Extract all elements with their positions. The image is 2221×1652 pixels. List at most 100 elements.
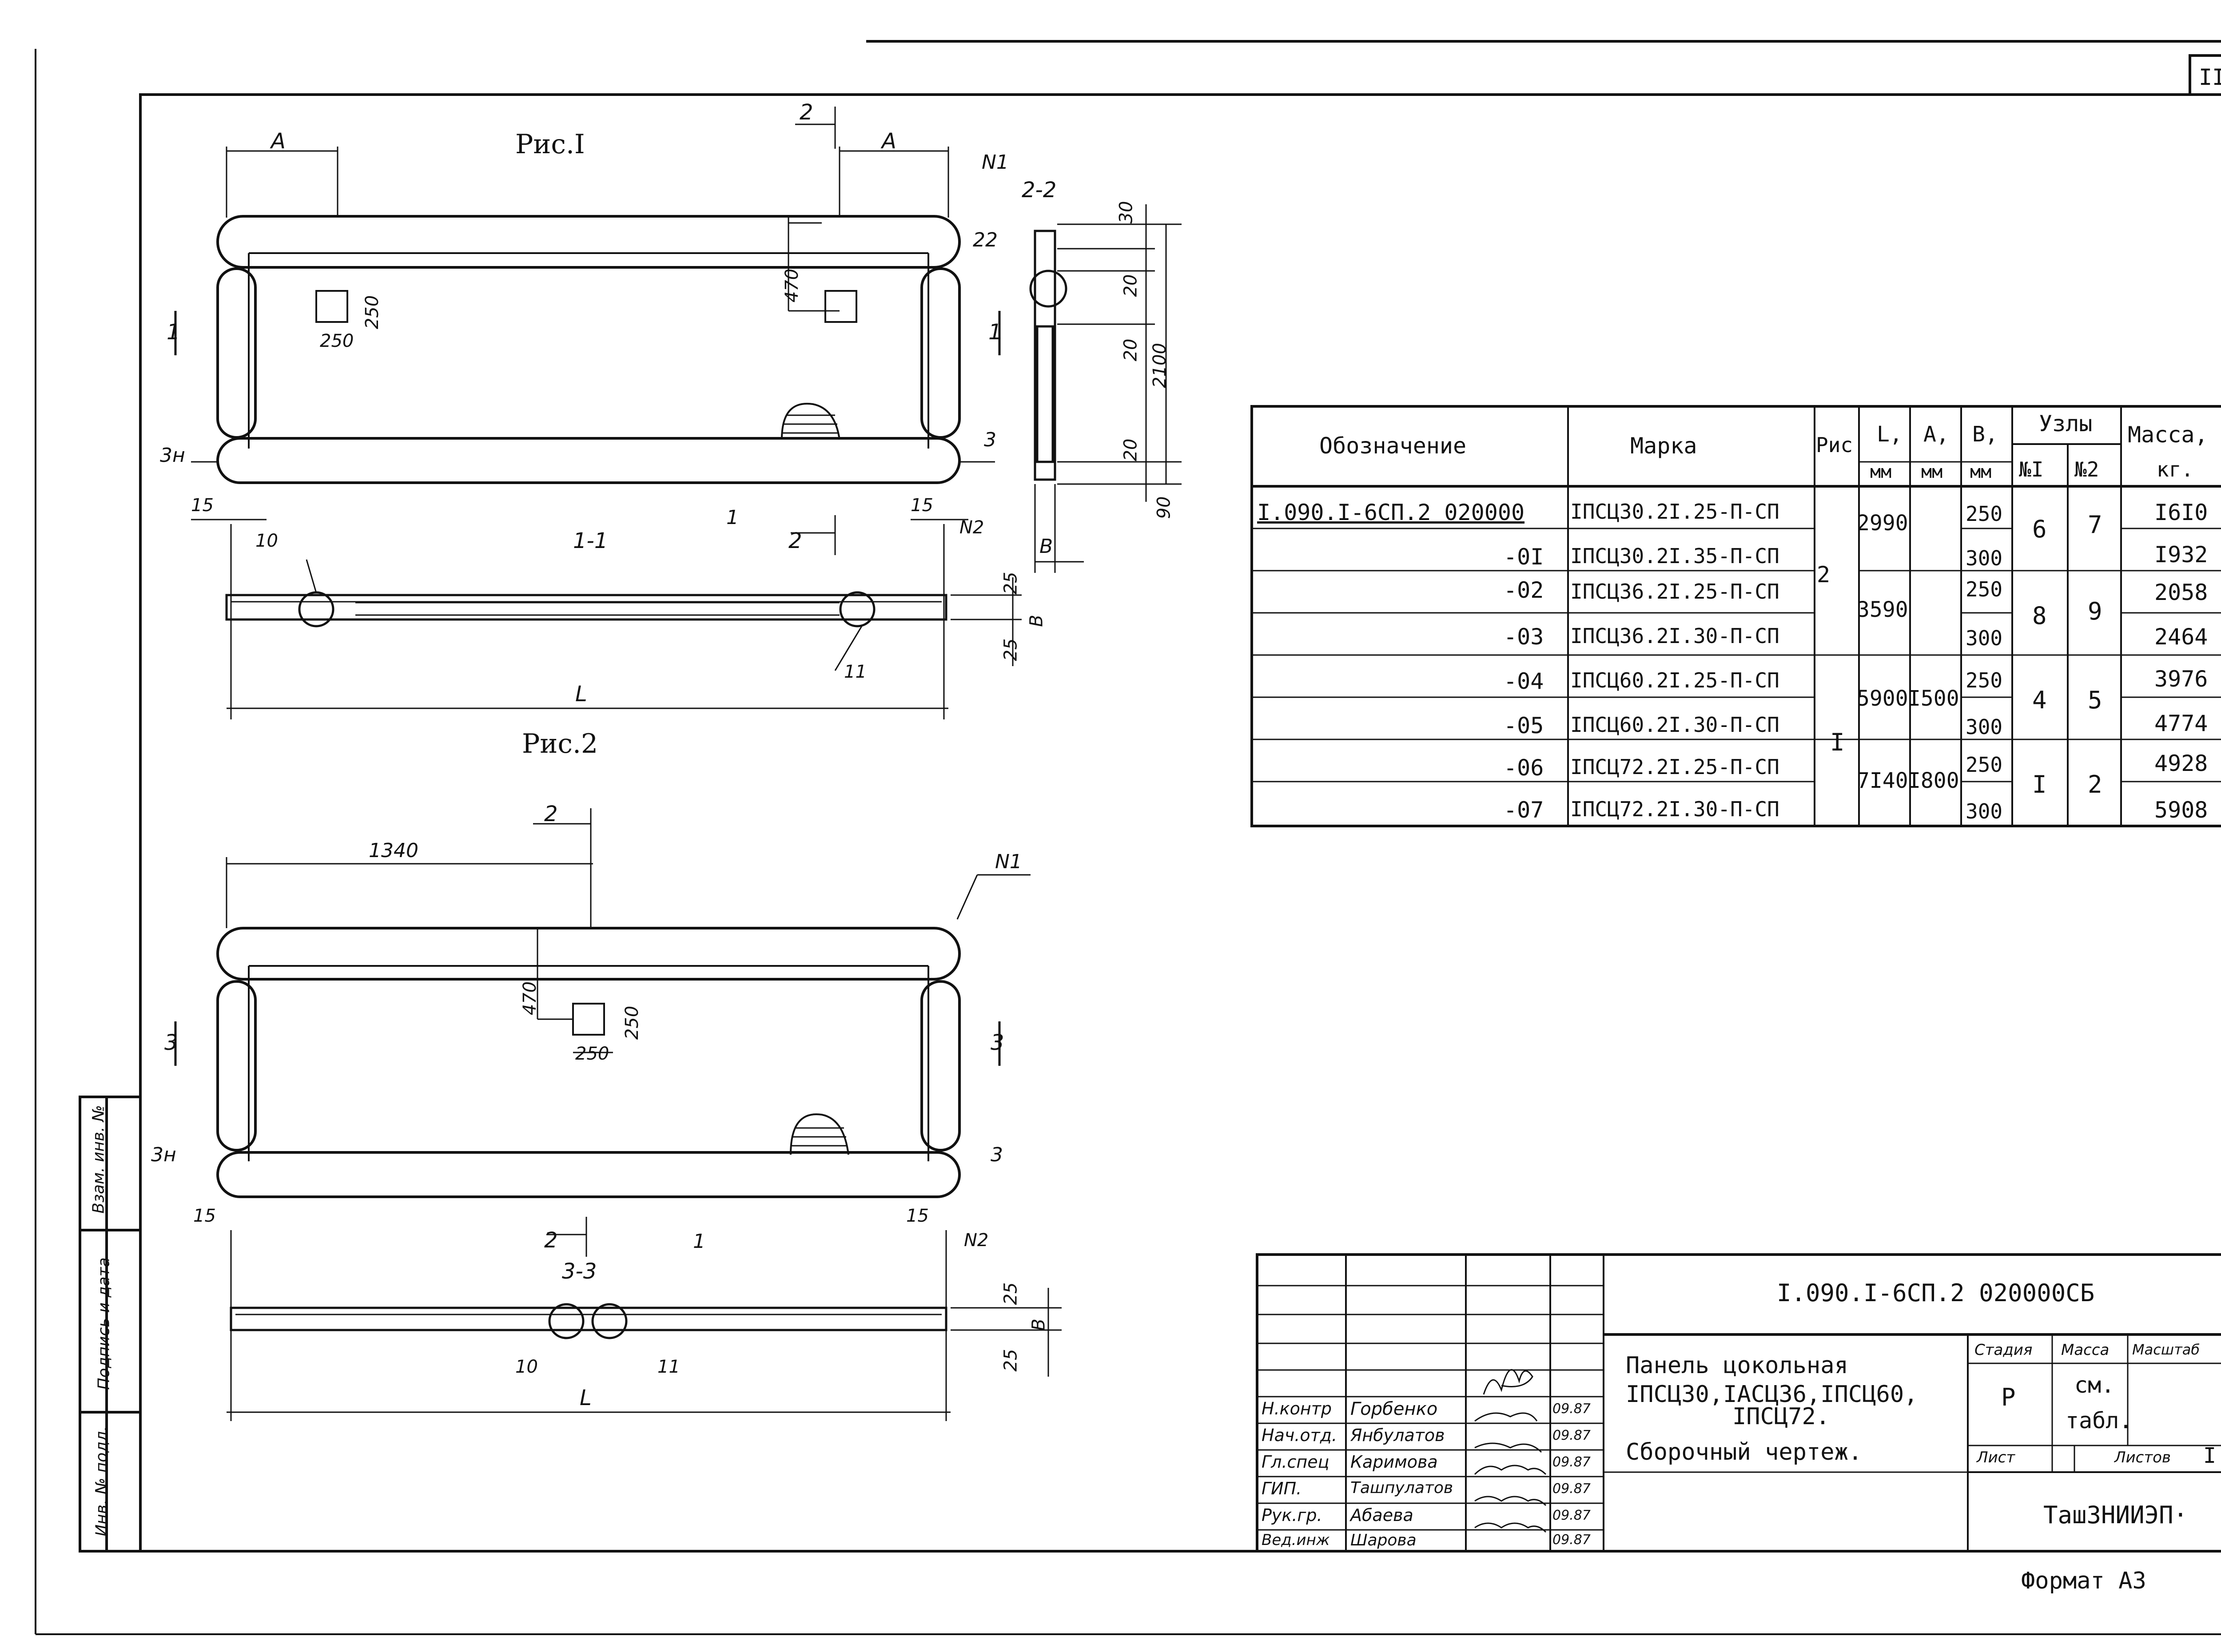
staff-date: 09.87 [1552, 1481, 1591, 1497]
staff-role: Рук.гр. [1262, 1505, 1322, 1525]
side-stamp-inv-no: Взам. инв. № [89, 1105, 108, 1214]
label-10-fig2: 10 [515, 1357, 538, 1377]
mass-value: 2058 [2154, 580, 2208, 605]
label-11-fig1: 11 [844, 662, 867, 682]
staff-date: 09.87 [1552, 1401, 1591, 1417]
cut-3-right: 3 [991, 1030, 1004, 1055]
side-stamp-inv-orig: Инв. № подл. [92, 1426, 111, 1537]
node1-value: I [2032, 770, 2047, 798]
sheet-label: Лист [1977, 1449, 2015, 1466]
cut-1-right: 1 [988, 320, 1002, 345]
section-2-mark-3: 2 [544, 1228, 558, 1253]
label-10-fig1: 10 [255, 531, 278, 551]
leader-n1-fig1: N1 [982, 151, 1009, 174]
row-designation: -05 [1504, 713, 1544, 739]
a-value: I500 [1908, 686, 1959, 711]
outer-frame [139, 93, 2221, 1553]
mass-header: Масса [2061, 1341, 2110, 1359]
row-mark: IПСЦ36.2I.25-П-СП [1570, 580, 1779, 604]
dim-25-bottom-2: 25 [1000, 1349, 1021, 1372]
label-3n-fig1: 3н [160, 444, 185, 467]
b-value: 300 [1966, 546, 2003, 570]
a-value: I800 [1908, 768, 1959, 793]
dim-b-3-3: B [1028, 1318, 1049, 1331]
dim-15-left-1: 15 [191, 495, 214, 516]
label-1-fig2: 1 [693, 1230, 705, 1253]
dim-25-top-2: 25 [1000, 1282, 1021, 1305]
mass-value: I6I0 [2154, 500, 2208, 525]
header-a-unit: мм [1921, 462, 1943, 482]
sheets-label: Листов [2114, 1449, 2171, 1466]
dim-250-fig2-h: 250 [575, 1044, 609, 1064]
section-2-mark-fig2: 2 [544, 802, 558, 826]
mass-value: 2464 [2154, 624, 2208, 650]
dim-15-right-2: 15 [906, 1206, 929, 1226]
l-value: 7I40 [1857, 768, 1908, 793]
node1-value: 4 [2032, 686, 2047, 714]
dim-25-bottom-1: 25 [1000, 638, 1021, 661]
row-designation: -0I [1504, 544, 1544, 570]
staff-name: Горбенко [1350, 1399, 1438, 1419]
dim-1340: 1340 [369, 839, 418, 862]
leader-n2-fig1: N2 [959, 517, 984, 538]
header-b-unit: мм [1970, 462, 1992, 482]
row-designation: I.090.I-6СП.2 020000 [1257, 500, 1525, 525]
header-mass: Масса, [2128, 422, 2208, 448]
dim-2100: 2100 [1149, 343, 1170, 388]
header-l-unit: мм [1870, 462, 1892, 482]
sheet-number: II [2199, 64, 2221, 90]
sheet-number-box [2189, 54, 2221, 96]
section-1-1-label: 1-1 [573, 528, 608, 553]
row-designation: -04 [1504, 668, 1544, 694]
header-b: B, [1972, 422, 1998, 447]
stage-header: Стадия [1974, 1341, 2033, 1359]
header-node1: №I [2019, 457, 2044, 481]
scale-header: Масштаб [2132, 1341, 2200, 1358]
row-mark: IПСЦ36.2I.30-П-СП [1570, 624, 1779, 648]
dim-25-top-1: 25 [1000, 572, 1021, 595]
staff-date: 09.87 [1552, 1532, 1591, 1548]
node1-value: 8 [2032, 602, 2047, 630]
title-line-4: Сборочный чертеж. [1626, 1439, 1863, 1465]
l-value: 2990 [1857, 511, 1908, 536]
dim-b-1-1: B [1026, 615, 1047, 627]
mass-value: 5908 [2154, 797, 2208, 823]
b-value: 250 [1966, 753, 2003, 777]
label-1-fig1: 1 [726, 506, 739, 529]
signature-scribbles [1474, 1369, 1547, 1533]
header-mass-unit: кг. [2157, 457, 2194, 481]
dim-15-left-2: 15 [193, 1206, 216, 1226]
header-node2: №2 [2074, 457, 2099, 481]
l-value: 5900 [1857, 686, 1908, 711]
mass-value: 4774 [2154, 711, 2208, 736]
stage-value: Р [2001, 1383, 2016, 1411]
label-3-fig1: 3 [984, 429, 996, 451]
dim-250-fig1-v: 250 [362, 295, 383, 330]
b-value: 250 [1966, 577, 2003, 601]
staff-date: 09.87 [1552, 1508, 1591, 1523]
dim-a-right: A [882, 129, 896, 154]
staff-name: Шарова [1350, 1531, 1417, 1549]
b-value: 300 [1966, 626, 2003, 650]
cut-1-left: 1 [167, 320, 180, 345]
dim-l-1: L [575, 682, 587, 707]
row-designation: -02 [1504, 577, 1544, 603]
staff-role: Нач.отд. [1262, 1426, 1337, 1445]
section-2-mark-top: 2 [800, 100, 813, 125]
title-line-3: IПСЦ72. [1732, 1403, 1830, 1430]
dim-250-fig1-h: 250 [320, 331, 354, 351]
row-mark: IПСЦ30.2I.35-П-СП [1570, 544, 1779, 568]
node2-value: 2 [2088, 770, 2102, 798]
fig-merged-b: I [1830, 728, 1845, 756]
dim-20-c: 20 [1120, 438, 1141, 461]
organization: ТашЗНИИЭП· [2043, 1501, 2188, 1529]
dim-90: 90 [1154, 496, 1174, 519]
mass-value: 3976 [2154, 666, 2208, 692]
staff-name: Абаева [1350, 1505, 1413, 1525]
section-3-3-label: 3-3 [562, 1259, 597, 1284]
staff-date: 09.87 [1552, 1454, 1591, 1470]
side-stamp-signature: Подпись и дата [95, 1257, 113, 1390]
row-mark: IПСЦ72.2I.25-П-СП [1570, 755, 1779, 779]
fig-merged-a: 2 [1817, 562, 1831, 588]
